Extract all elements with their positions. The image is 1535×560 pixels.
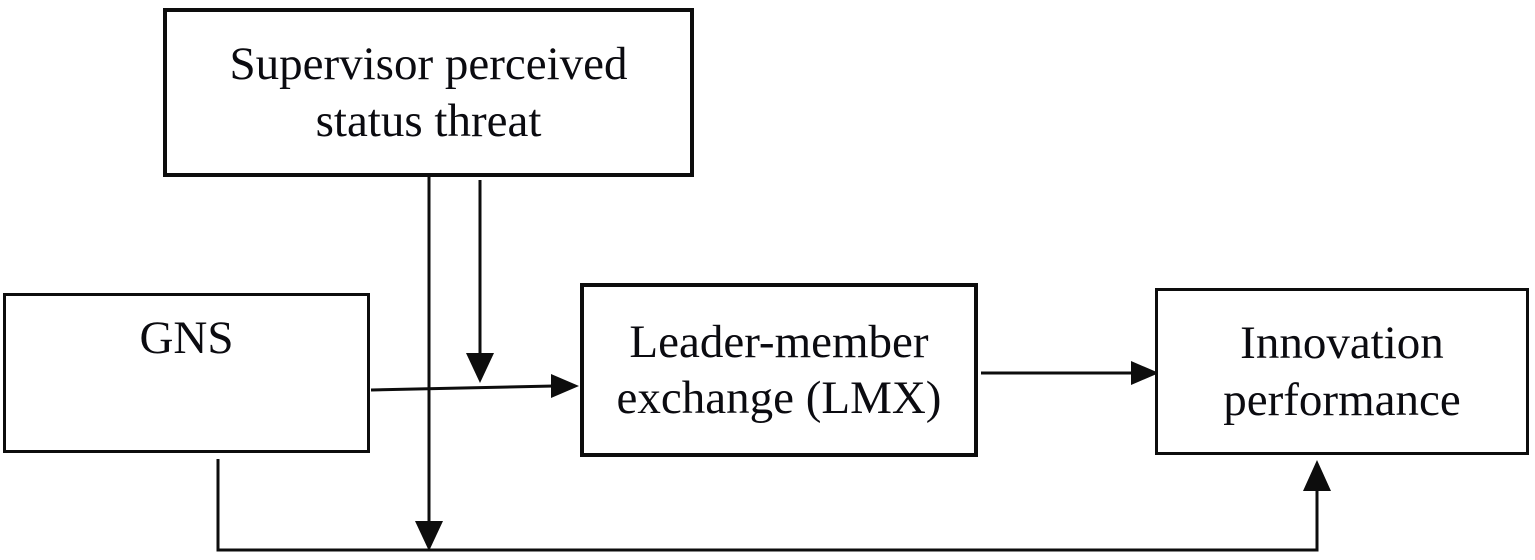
node-supervisor-perceived-status-threat: Supervisor perceived status threat — [163, 8, 694, 177]
arrowhead-down-gns-lmx-path — [466, 353, 494, 383]
arrowhead-right-into-lmx — [551, 374, 579, 398]
arrowheads — [415, 353, 1331, 551]
node-label-line: status threat — [315, 94, 542, 147]
node-label-line: GNS — [139, 312, 234, 364]
arrow-line-gns-to-lmx — [370, 384, 555, 392]
node-label-line: exchange (LMX) — [616, 372, 942, 424]
connector-lines — [216, 177, 1319, 552]
node-label-line: Innovation — [1240, 317, 1444, 370]
node-label-line: performance — [1223, 373, 1461, 426]
node-label-line: Leader-member — [629, 315, 929, 368]
arrowhead-up-into-innovation — [1303, 460, 1331, 491]
node-leader-member-exchange: Leader-member exchange (LMX) — [580, 283, 978, 457]
arrowhead-down-gns-innovation-path — [415, 521, 443, 551]
arrow-line-gns-to-innovation-bottom-path — [216, 459, 1319, 552]
arrowhead-right-into-innovation — [1131, 361, 1159, 385]
node-gns: GNS — [3, 293, 370, 453]
node-label-line: Supervisor perceived — [229, 38, 628, 91]
node-innovation-performance: Innovation performance — [1155, 288, 1529, 455]
